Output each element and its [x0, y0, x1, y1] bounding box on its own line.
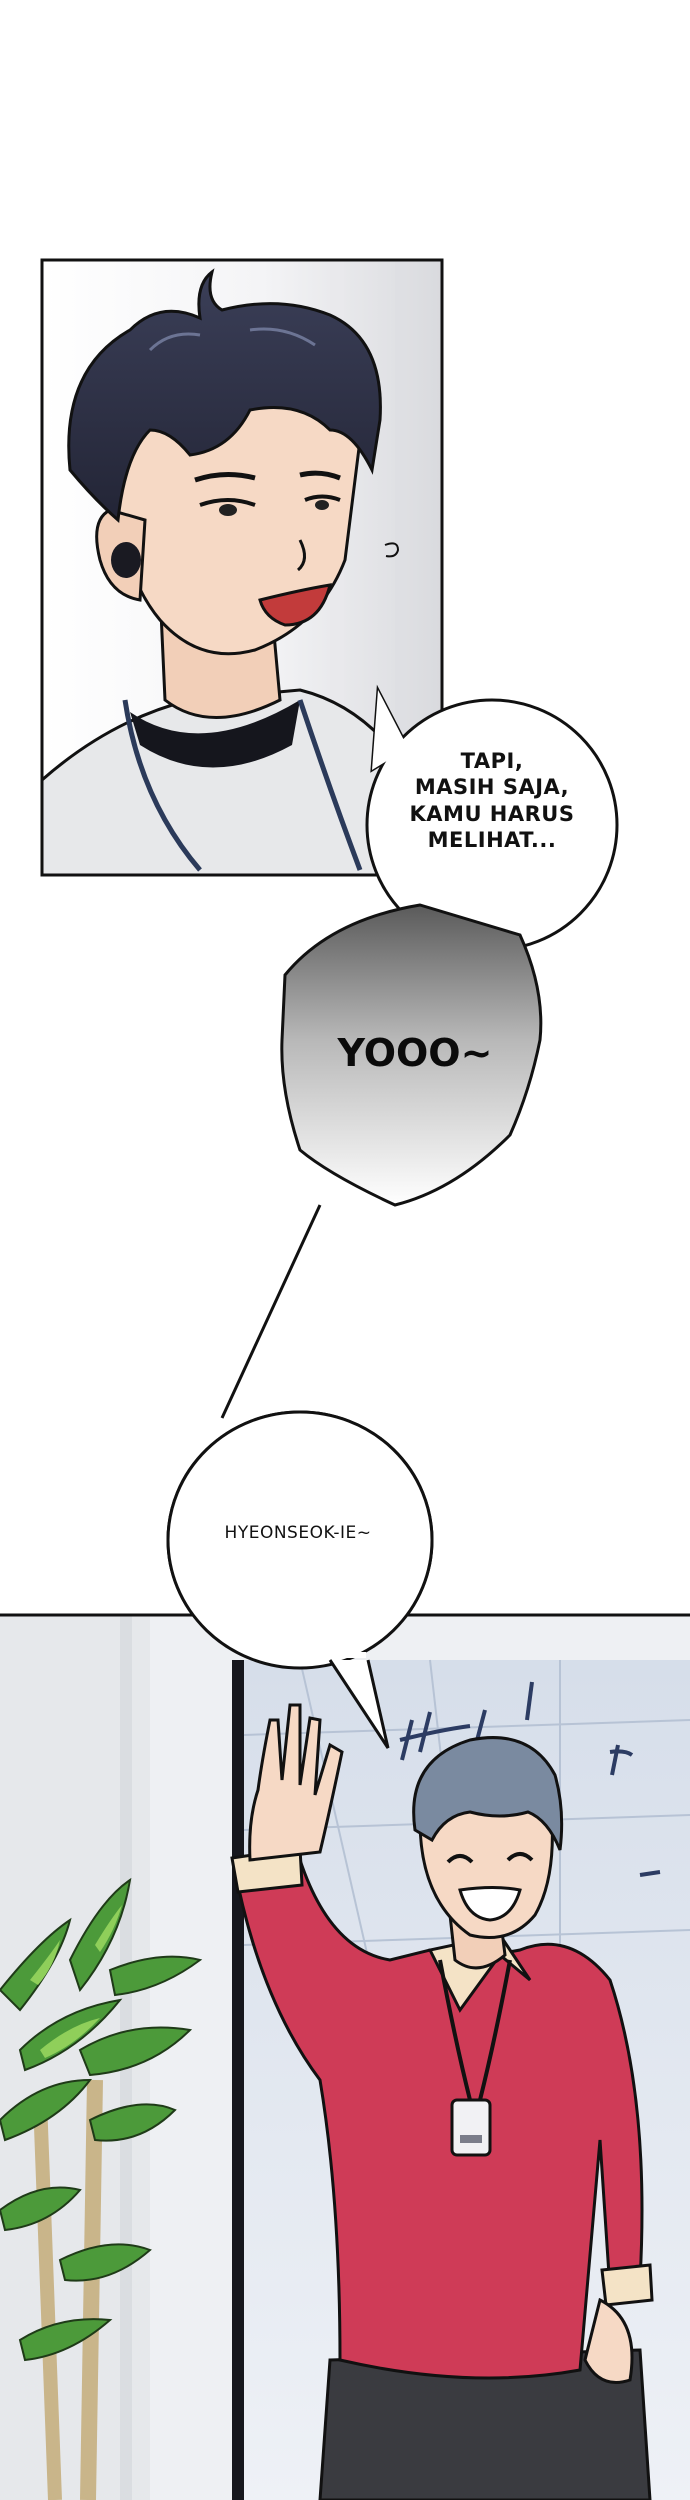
window-frame	[232, 1660, 244, 2500]
potted-plant	[0, 1877, 203, 2500]
panel-border	[40, 258, 444, 877]
panel-bottom	[0, 1613, 690, 2500]
motion-lines	[399, 1681, 661, 1877]
character-dark-hair	[42, 268, 432, 875]
dialogue-bubble-2: YOOO~	[337, 1031, 493, 1075]
character-red-sweater	[230, 1703, 654, 2500]
background-stripe	[395, 260, 405, 875]
speech-bubble-3-overlay	[166, 1410, 434, 1749]
dialogue-bubble-3: HYEONSEOK-IE~	[224, 1523, 372, 1543]
id-badge-icon	[450, 2098, 492, 2157]
earpiece-icon	[111, 542, 141, 578]
speech-bubble-1	[365, 684, 619, 952]
dialogue-bubble-1: TAPI, MASIH SAJA, KAMU HARUS MELIHAT...	[409, 749, 575, 852]
shout-bubble	[220, 903, 543, 1419]
panel-top	[40, 258, 444, 877]
